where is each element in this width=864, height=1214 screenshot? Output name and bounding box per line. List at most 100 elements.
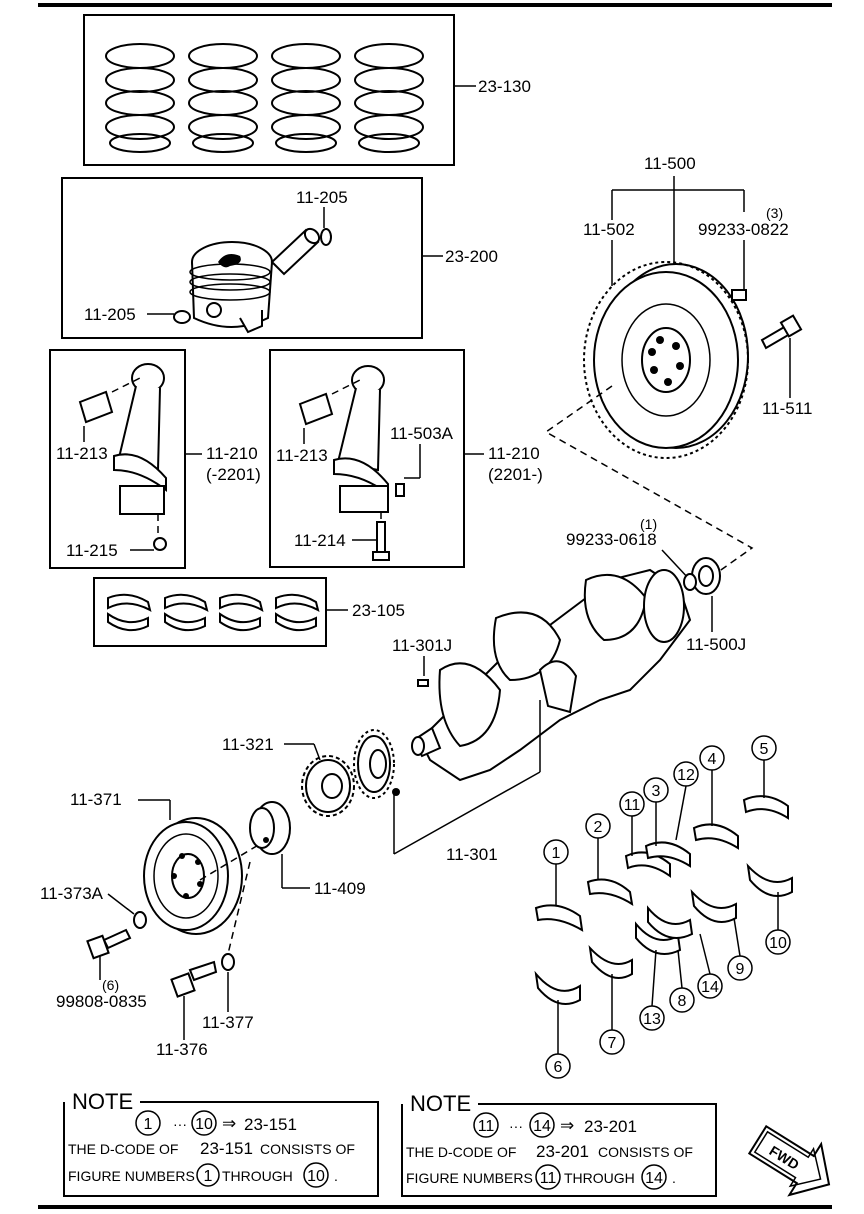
label-11-210-left-range: (-2201) bbox=[206, 465, 261, 484]
crankshaft-group[interactable]: 11-500J (1) 99233-0618 11-301J 11-301 bbox=[392, 516, 746, 864]
piston-assembly-group[interactable]: 11-205 11-205 23-200 bbox=[61, 177, 498, 339]
label-11-210-right-range: (2201-) bbox=[488, 465, 543, 484]
timing-pulley-group[interactable]: 11-321 bbox=[222, 729, 400, 817]
label-11-321: 11-321 bbox=[222, 735, 274, 754]
svg-text:9: 9 bbox=[736, 961, 745, 978]
dowel-pin bbox=[731, 289, 747, 301]
bearing-number-3: 3 bbox=[643, 777, 669, 846]
main-bearings-group[interactable]: 1 2 3 4 5 6 7 bbox=[534, 735, 793, 1079]
bearing-number-7: 7 bbox=[599, 974, 625, 1055]
label-11-215: 11-215 bbox=[66, 541, 118, 560]
fwd-arrow-icon: FWD bbox=[747, 1124, 831, 1197]
note-1-arrow: ⇒ bbox=[222, 1114, 236, 1133]
svg-text:5: 5 bbox=[760, 741, 769, 758]
pulley-plate bbox=[249, 801, 291, 855]
label-11-371: 11-371 bbox=[70, 790, 122, 809]
flywheel-bolt bbox=[760, 314, 803, 350]
bushing-left bbox=[78, 390, 114, 424]
note-1-line1-suffix: CONSISTS OF bbox=[260, 1141, 355, 1157]
label-11-500: 11-500 bbox=[644, 154, 696, 173]
label-11-376: 11-376 bbox=[156, 1040, 208, 1059]
note-2-target: 23-201 bbox=[584, 1117, 637, 1136]
note-1-target: 23-151 bbox=[244, 1115, 297, 1134]
bearing-number-14: 14 bbox=[697, 933, 723, 999]
crank-sprocket bbox=[353, 729, 400, 799]
crank-pulley-group[interactable]: 11-371 bbox=[70, 790, 261, 955]
svg-text:14: 14 bbox=[701, 979, 719, 996]
lock-bolt-group[interactable]: 11-376 bbox=[156, 960, 218, 1059]
svg-text:2: 2 bbox=[594, 819, 603, 836]
label-11-213-left: 11-213 bbox=[56, 444, 108, 463]
label-11-213-right: 11-213 bbox=[276, 446, 328, 465]
washer-377-group[interactable]: 11-377 bbox=[202, 953, 254, 1032]
note-1-title: NOTE bbox=[72, 1089, 133, 1114]
label-99233-0618-qty: (1) bbox=[640, 516, 657, 532]
conrod-pin bbox=[395, 483, 405, 497]
note-2-line2-end: . bbox=[672, 1170, 676, 1186]
note-1-line1-prefix: THE D-CODE OF bbox=[68, 1141, 178, 1157]
label-11-210-right: 11-210 bbox=[488, 444, 540, 463]
conrod-bearings-group[interactable]: 23-105 bbox=[93, 577, 405, 647]
svg-text:8: 8 bbox=[678, 993, 687, 1010]
bushing-right bbox=[298, 392, 334, 426]
bearing-number-8: 8 bbox=[669, 949, 695, 1013]
snap-ring-upper bbox=[320, 228, 332, 246]
note-1-range-sep: ··· bbox=[173, 1116, 187, 1132]
note-2-range-from: 11 bbox=[478, 1118, 495, 1135]
label-11-214: 11-214 bbox=[294, 531, 346, 550]
conrod-left bbox=[113, 363, 167, 515]
note-1-line2-from: 1 bbox=[204, 1168, 213, 1185]
note-2-line2-from: 11 bbox=[540, 1170, 557, 1187]
bearing-number-10: 10 bbox=[765, 892, 791, 955]
pulley-washer-group[interactable]: 11-373A bbox=[40, 884, 147, 929]
bearing-number-2: 2 bbox=[585, 813, 611, 880]
bearing-number-6: 6 bbox=[545, 1000, 571, 1079]
conrod-bolt bbox=[372, 521, 390, 561]
label-11-301J: 11-301J bbox=[392, 636, 452, 655]
piston-rings-group[interactable]: 23-130 bbox=[83, 14, 531, 166]
svg-text:6: 6 bbox=[554, 1059, 563, 1076]
label-11-503A: 11-503A bbox=[390, 424, 454, 443]
crank-key bbox=[417, 679, 429, 687]
label-99808-0835-qty: (6) bbox=[102, 977, 119, 993]
label-11-205-upper: 11-205 bbox=[296, 188, 348, 207]
assembly-dashed-line bbox=[544, 385, 754, 573]
conrod-nut bbox=[153, 537, 167, 551]
conrod-right bbox=[333, 365, 389, 513]
crankshaft bbox=[411, 568, 692, 782]
conrod-left-group[interactable]: 11-213 11-215 11-210 (-2201) bbox=[49, 349, 261, 569]
svg-text:13: 13 bbox=[643, 1011, 661, 1028]
label-11-377: 11-377 bbox=[202, 1013, 254, 1032]
bearing-number-9: 9 bbox=[727, 917, 753, 981]
note-2-line1-code: 23-201 bbox=[536, 1142, 589, 1161]
note-2-line2-prefix: FIGURE NUMBERS bbox=[406, 1170, 533, 1186]
pulley-bolt bbox=[86, 928, 132, 960]
bearing-number-11: 11 bbox=[619, 791, 645, 856]
label-23-200: 23-200 bbox=[445, 247, 498, 266]
flywheel-group[interactable]: 11-500 11-502 (3) 99233-0822 11-5 bbox=[583, 154, 812, 459]
pulley-bolt-group[interactable]: (6) 99808-0835 bbox=[56, 928, 147, 1011]
bearing-number-13: 13 bbox=[639, 949, 665, 1031]
note-box-1: NOTE 1 ··· 10 ⇒ 23-151 THE D-CODE OF 23-… bbox=[63, 1089, 379, 1197]
note-1-line2-mid: THROUGH bbox=[222, 1168, 293, 1184]
note-1-range-to: 10 bbox=[195, 1116, 213, 1133]
bearing-number-5: 5 bbox=[751, 735, 777, 798]
pulley-plate-group[interactable]: 11-409 bbox=[249, 801, 366, 898]
note-2-line2-mid: THROUGH bbox=[564, 1170, 635, 1186]
note-2-title: NOTE bbox=[410, 1091, 471, 1116]
svg-text:3: 3 bbox=[652, 783, 661, 800]
note-2-range-sep: ··· bbox=[509, 1118, 523, 1134]
label-99808-0835: 99808-0835 bbox=[56, 992, 147, 1011]
conrod-right-group[interactable]: 11-213 11-503A 11-214 11-210 (2201-) bbox=[269, 349, 543, 568]
note-1-line1-code: 23-151 bbox=[200, 1139, 253, 1158]
snap-ring-lower bbox=[173, 310, 191, 324]
bearing-number-1: 1 bbox=[543, 839, 569, 906]
note-1-line2-end: . bbox=[334, 1168, 338, 1184]
label-99233-0822: 99233-0822 bbox=[698, 220, 789, 239]
label-11-502: 11-502 bbox=[583, 220, 635, 239]
label-11-409: 11-409 bbox=[314, 879, 366, 898]
svg-text:11: 11 bbox=[624, 797, 641, 814]
note-2-line2-to: 14 bbox=[645, 1170, 663, 1187]
piston bbox=[189, 241, 273, 334]
